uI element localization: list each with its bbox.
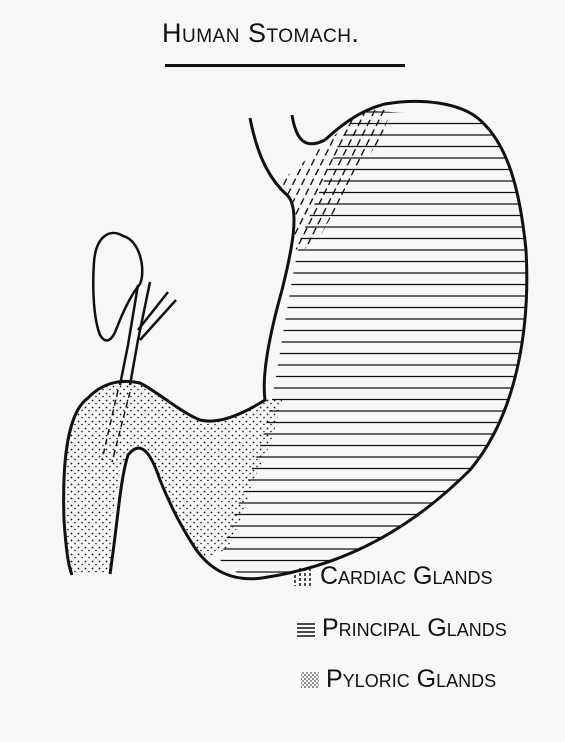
legend-cardiac-label: Cardiac Glands: [320, 562, 492, 591]
cardiac-hatch-line: [237, 100, 317, 260]
legend-cardiac: Cardiac Glands: [292, 562, 492, 591]
cardiac-hatch-line: [246, 100, 326, 260]
legend-principal: Principal Glands: [296, 614, 507, 643]
esophagus-left-wall: [250, 118, 294, 290]
pyloric-glands-region: [55, 378, 295, 588]
cardiac-hatch-line: [309, 100, 389, 260]
cardiac-hatch-line: [291, 100, 371, 260]
stomach-greater-curvature: [110, 101, 527, 578]
gall-bladder-outline: [93, 233, 142, 340]
cardiac-hatch-line: [273, 100, 353, 260]
cardiac-hatch-line: [264, 100, 344, 260]
esophagus-right-wall: [292, 115, 325, 144]
legend-principal-label: Principal Glands: [322, 614, 507, 643]
principal-glands-region: [200, 112, 540, 584]
legend-pyloric: Pyloric Glands: [300, 665, 496, 694]
legend-pyloric-label: Pyloric Glands: [326, 665, 496, 694]
cardiac-hatch-line: [300, 100, 380, 260]
cardiac-hatch-line: [228, 100, 308, 260]
cardiac-swatch-icon: [292, 566, 314, 588]
principal-swatch-icon: [296, 619, 316, 639]
pyloric-swatch-icon: [300, 670, 320, 690]
